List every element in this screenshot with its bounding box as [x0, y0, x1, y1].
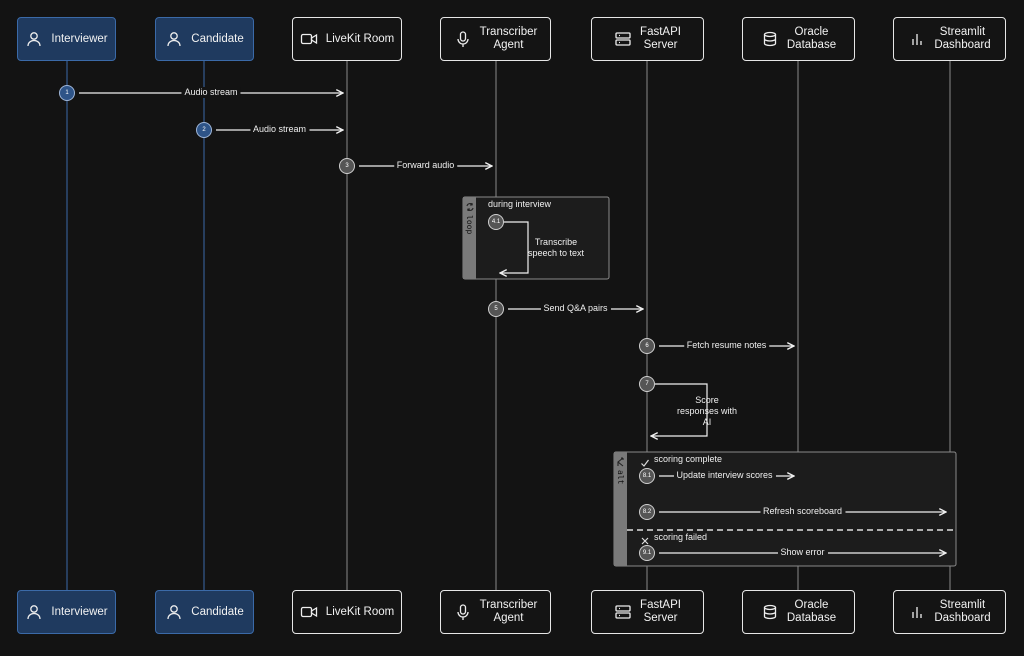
bar-chart-icon	[908, 30, 926, 48]
participant-name: Interviewer	[51, 605, 108, 618]
participant-candidate-top: Candidate	[155, 17, 254, 61]
message-label-4.1: Transcribe speech to text	[527, 237, 585, 258]
message-arrow-4.1	[500, 221, 529, 273]
video-icon	[300, 30, 318, 48]
participant-oracle-top: Oracle Database	[742, 17, 855, 61]
microphone-icon	[454, 603, 472, 621]
video-icon	[300, 603, 318, 621]
step-number-9.1: 9.1	[639, 545, 655, 561]
message-label-9.1: Show error	[777, 547, 828, 558]
step-number-5: 5	[488, 301, 504, 317]
participant-transcriber-top: Transcriber Agent	[440, 17, 551, 61]
message-label-2: Audio stream	[249, 124, 310, 135]
participant-name: Oracle Database	[786, 599, 837, 624]
participant-name: LiveKit Room	[325, 32, 395, 45]
step-number-7: 7	[639, 376, 655, 392]
server-icon	[614, 603, 632, 621]
microphone-icon	[454, 30, 472, 48]
participant-name: Transcriber Agent	[479, 599, 538, 624]
participant-name: Transcriber Agent	[479, 26, 538, 51]
participant-livekit-top: LiveKit Room	[292, 17, 402, 61]
participant-oracle-bottom: Oracle Database	[742, 590, 855, 634]
participant-name: Oracle Database	[786, 26, 837, 51]
server-icon	[614, 30, 632, 48]
cross-icon	[640, 533, 650, 545]
participant-streamlit-top: Streamlit Dashboard	[893, 17, 1006, 61]
participant-name: Interviewer	[51, 32, 108, 45]
alt-else-title: scoring failed	[654, 532, 708, 542]
participant-livekit-bottom: LiveKit Room	[292, 590, 402, 634]
participant-interviewer-top: Interviewer	[17, 17, 116, 61]
participant-name: LiveKit Room	[325, 605, 395, 618]
user-icon	[25, 30, 43, 48]
user-icon	[25, 603, 43, 621]
message-label-8.2: Refresh scoreboard	[759, 506, 846, 517]
loop-frame-icon	[465, 199, 475, 211]
participant-name: FastAPI Server	[640, 599, 681, 624]
alt-frame-icon	[616, 454, 626, 467]
loop-frame-tab	[463, 197, 476, 279]
participant-candidate-bottom: Candidate	[155, 590, 254, 634]
message-label-7: Score responses with AI	[676, 395, 738, 427]
step-number-8.2: 8.2	[639, 504, 655, 520]
message-label-8.1: Update interview scores	[673, 470, 776, 481]
step-number-6: 6	[639, 338, 655, 354]
participant-name: FastAPI Server	[640, 26, 681, 51]
step-number-8.1: 8.1	[639, 468, 655, 484]
message-label-1: Audio stream	[181, 87, 241, 98]
step-number-4.1: 4.1	[488, 214, 504, 230]
participant-name: Candidate	[191, 32, 244, 45]
user-icon	[165, 603, 183, 621]
bar-chart-icon	[908, 603, 926, 621]
participant-transcriber-bottom: Transcriber Agent	[440, 590, 551, 634]
alt-frame-title: scoring complete	[654, 454, 723, 464]
alt-frame-keyword: alt	[616, 470, 625, 485]
loop-frame-keyword: loop	[465, 215, 474, 235]
loop-frame-title: during interview	[488, 199, 552, 209]
message-label-3: Forward audio	[393, 160, 458, 171]
step-number-3: 3	[339, 158, 355, 174]
participant-name: Candidate	[191, 605, 244, 618]
user-icon	[165, 30, 183, 48]
participant-name: Streamlit Dashboard	[934, 26, 991, 51]
participant-streamlit-bottom: Streamlit Dashboard	[893, 590, 1006, 634]
participant-name: Streamlit Dashboard	[934, 599, 991, 624]
participant-fastapi-top: FastAPI Server	[591, 17, 704, 61]
database-icon	[761, 603, 779, 621]
participant-interviewer-bottom: Interviewer	[17, 590, 116, 634]
participant-fastapi-bottom: FastAPI Server	[591, 590, 704, 634]
database-icon	[761, 30, 779, 48]
alt-frame-tab	[614, 452, 627, 566]
step-number-2: 2	[196, 122, 212, 138]
check-icon	[640, 455, 650, 467]
step-number-1: 1	[59, 85, 75, 101]
message-label-5: Send Q&A pairs	[540, 303, 611, 314]
message-label-6: Fetch resume notes	[683, 340, 770, 351]
message-arrow-7	[651, 383, 708, 436]
